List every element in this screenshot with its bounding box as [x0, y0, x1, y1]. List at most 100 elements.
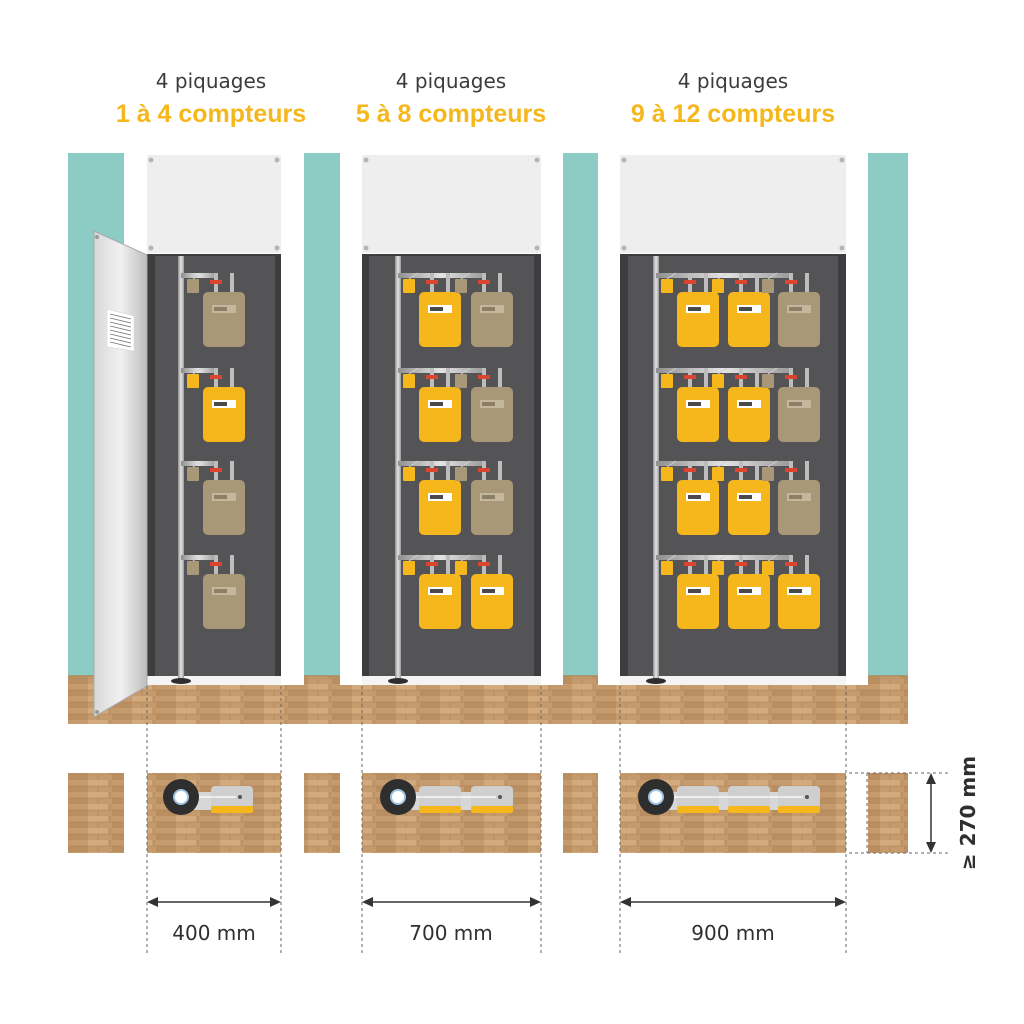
header-2-compteurs: 5 à 8 compteurs: [356, 100, 546, 128]
width-label-3: 900 mm: [691, 921, 775, 945]
valve-icon: [735, 375, 747, 379]
arrow-left-icon: [147, 897, 158, 907]
open-door: [93, 230, 148, 718]
plan-meter-front: [419, 806, 461, 813]
riser-floor-hole: [646, 678, 666, 684]
tag-string: [192, 554, 203, 562]
meter-tag-icon: [712, 374, 724, 388]
meter-display-digits: [482, 495, 495, 499]
gas-meter-3-1: [187, 460, 245, 535]
panel-screw: [363, 245, 369, 251]
plan-pipe-end: [498, 795, 502, 799]
plan-cabinet-wall: [541, 773, 563, 853]
gas-meter-3-3: [762, 460, 820, 535]
meter-body: [203, 292, 245, 347]
cabinet-top-panel: [147, 155, 281, 253]
riser-pipe: [178, 256, 184, 680]
meter-outlet-pipe: [755, 368, 759, 388]
notice-text-line: [109, 337, 132, 344]
tag-string: [192, 367, 203, 375]
plan-pipe-end: [238, 795, 242, 799]
meter-tag-icon: [403, 374, 415, 388]
meter-display-digits: [789, 589, 802, 593]
meter-tag-icon: [187, 467, 199, 481]
header-2-piquages: 4 piquages: [396, 69, 506, 93]
meter-body: [778, 574, 820, 629]
meter-display-digits: [739, 589, 752, 593]
meter-outlet-pipe: [230, 273, 234, 293]
valve-icon: [735, 468, 747, 472]
meter-display-digits: [214, 495, 227, 499]
gas-meter-2-2: [712, 367, 770, 442]
meter-tag-icon: [455, 374, 467, 388]
plan-cabinet-1: [163, 779, 253, 815]
meter-outlet-pipe: [704, 555, 708, 575]
valve-icon: [684, 375, 696, 379]
tag-string: [192, 460, 203, 468]
door-screw: [95, 710, 99, 714]
meter-display-digits: [739, 307, 752, 311]
gas-meter-2-1: [403, 367, 461, 442]
tag-string: [666, 367, 677, 375]
meter-display-digits: [214, 307, 227, 311]
notice-text-line: [109, 329, 132, 336]
panel-screw: [534, 157, 540, 163]
panel-screw: [534, 245, 540, 251]
door-panel: [93, 230, 148, 718]
meter-body: [677, 292, 719, 347]
plan-cabinet-3: [638, 779, 820, 815]
plan-cabinet-wall: [124, 773, 147, 853]
depth-label: ≥ 270 mm: [956, 756, 980, 870]
meter-display-digits: [430, 307, 443, 311]
meter-tag-icon: [762, 279, 774, 293]
panel-screw: [621, 245, 627, 251]
panel-screw: [621, 157, 627, 163]
meter-display-digits: [214, 402, 227, 406]
notice-text-line: [109, 341, 132, 348]
branch-pipe: [398, 273, 484, 278]
arrow-up-icon: [926, 773, 936, 784]
gas-meter-4-1: [187, 554, 245, 629]
gas-meter-2-1: [661, 367, 719, 442]
meter-tag-icon: [712, 279, 724, 293]
meter-outlet-pipe: [498, 461, 502, 481]
gas-meter-4-2: [455, 554, 513, 629]
meter-display-digits: [482, 402, 495, 406]
plan-layer: [124, 773, 868, 853]
cabinet-3: [598, 153, 868, 685]
gas-meter-1-2: [455, 272, 513, 347]
tag-string: [408, 460, 419, 468]
riser-floor-hole: [171, 678, 191, 684]
gas-meter-4-1: [403, 554, 461, 629]
gas-meter-2-2: [455, 367, 513, 442]
valve-icon: [735, 280, 747, 284]
meter-body: [419, 574, 461, 629]
tag-string: [666, 460, 677, 468]
gas-meter-1-1: [661, 272, 719, 347]
meter-outlet-pipe: [498, 273, 502, 293]
arrow-left-icon: [362, 897, 373, 907]
gas-meter-3-2: [455, 460, 513, 535]
plan-cabinet-wall: [598, 773, 620, 853]
meter-display-digits: [789, 495, 802, 499]
meter-outlet-pipe: [704, 273, 708, 293]
panel-screw: [148, 157, 154, 163]
meter-outlet-pipe: [230, 461, 234, 481]
notice-text-line: [109, 313, 132, 320]
meter-tag-icon: [661, 374, 673, 388]
meter-body: [203, 574, 245, 629]
meter-tag-icon: [455, 467, 467, 481]
meter-display-digits: [789, 307, 802, 311]
branch-pipe: [398, 368, 484, 373]
meter-tag-icon: [661, 467, 673, 481]
meter-display-digits: [789, 402, 802, 406]
meter-display-digits: [482, 307, 495, 311]
notice-text-line: [109, 317, 132, 324]
plan-pipe-end: [805, 795, 809, 799]
meter-body: [471, 480, 513, 535]
panel-screw: [839, 157, 845, 163]
valve-icon: [785, 375, 797, 379]
meter-outlet-pipe: [755, 273, 759, 293]
header-3-piquages: 4 piquages: [678, 69, 788, 93]
cabinet-base: [362, 676, 541, 685]
